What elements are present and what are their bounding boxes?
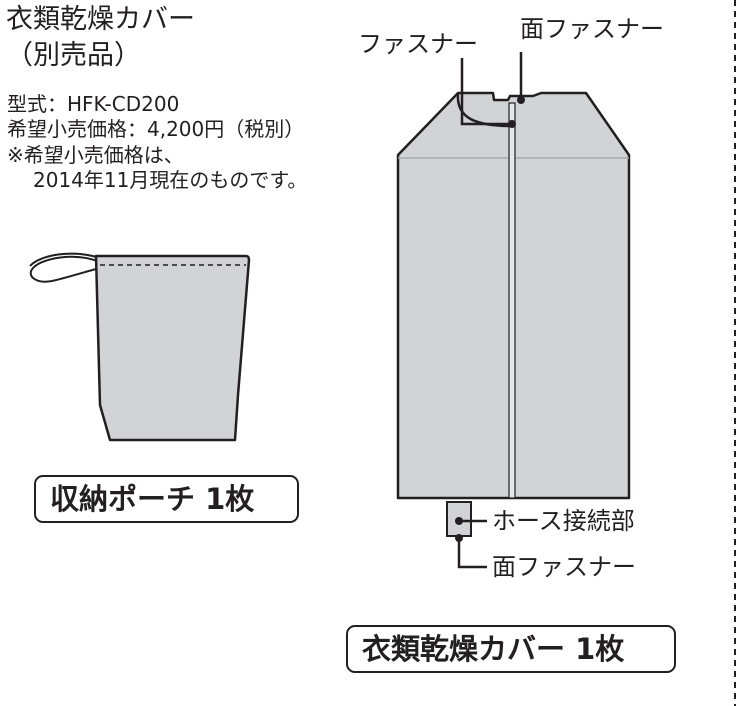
pouch-strap [29, 255, 101, 283]
product-name: 衣類乾燥カバー [6, 4, 195, 35]
pouch-caption: 収納ポーチ 1枚 [34, 475, 299, 523]
price-note-date: 2014年11月現在のものです。 [33, 168, 308, 192]
pouch-illustration [29, 252, 251, 442]
zipper-leader [460, 58, 512, 126]
top-hook-loop-label: 面ファスナー [520, 15, 664, 43]
price-note: ※希望小売価格は、 [7, 143, 184, 167]
pouch-body [94, 254, 251, 442]
cover-caption: 衣類乾燥カバー 1枚 [346, 625, 676, 673]
cover-zipper [508, 102, 516, 499]
zipper-pocket [456, 92, 513, 128]
pouch-strap-inner [29, 252, 101, 267]
product-name-note: （別売品） [6, 40, 141, 71]
zipper-label: ファスナー [358, 30, 478, 58]
hose-connection-label: ホース接続部 [492, 507, 635, 535]
retail-price: 希望小売価格：4,200円（税別） [7, 117, 305, 141]
bottom-hook-loop-leader [457, 538, 487, 569]
bottom-hook-loop-label: 面ファスナー [492, 553, 636, 581]
cover-illustration [396, 52, 631, 569]
model-number: 型式：HFK-CD200 [7, 92, 180, 116]
